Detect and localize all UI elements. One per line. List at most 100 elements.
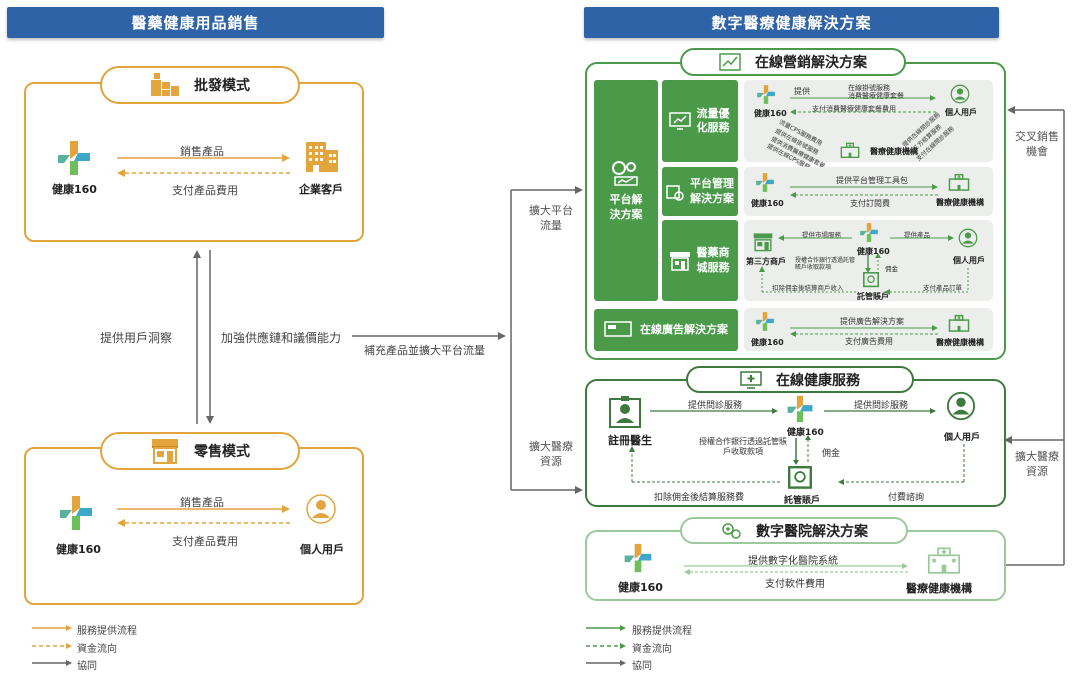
legend-service: 服務提供流程 xyxy=(632,626,692,637)
wholesale-sell-label: 銷售產品 xyxy=(180,145,224,158)
hospital-top-label: 提供數字化醫院系統 xyxy=(748,556,838,567)
legend-synergy: 協同 xyxy=(632,661,652,672)
health-escrow: 託管賬戶 xyxy=(784,496,821,506)
safe-icon xyxy=(863,272,879,288)
mgmt-top-label: 提供平台管理工具包 xyxy=(836,176,908,185)
retail-pay-label: 支付產品費用 xyxy=(172,535,238,548)
side-left-bottom: 擴大醫療資源 xyxy=(529,440,573,468)
mgmt-bottom-label: 支付訂閱費 xyxy=(850,199,890,208)
health160-logo xyxy=(860,223,878,242)
ads-top-label: 提供廣告解決方案 xyxy=(840,317,904,326)
right-header: 數字醫療健康解決方案 xyxy=(584,7,999,38)
health-right-top: 提供問診服務 xyxy=(854,401,909,411)
health-brand: 健康160 xyxy=(787,428,824,438)
chart-icon xyxy=(719,53,741,71)
health160-logo xyxy=(60,496,92,530)
ad-screen-icon xyxy=(604,321,632,337)
hospital-icon xyxy=(840,142,860,158)
traffic-pay: 支付消費醫療健康套餐費用 xyxy=(812,105,896,113)
traffic-brand: 健康160 xyxy=(754,109,787,118)
wholesale-pay-label: 支付產品費用 xyxy=(172,184,238,197)
building-icon xyxy=(306,142,338,172)
mall-left-mid: 授權合作銀行透過託管賬戶收取款項 xyxy=(795,257,856,272)
doctor-label: 註冊醫生 xyxy=(608,434,652,447)
health-user: 個人用戶 xyxy=(944,433,981,443)
person-icon xyxy=(958,228,978,248)
gears-icon xyxy=(722,522,741,539)
legend-synergy: 協同 xyxy=(77,661,97,672)
warehouse-icon xyxy=(151,73,179,96)
mall-right-bottom: 支付產品訂單 xyxy=(923,284,962,292)
pharma-mall-button[interactable]: 醫藥商城服務 xyxy=(662,220,738,301)
online-health-title: 在線健康服務 xyxy=(776,372,860,389)
platform-solution-button[interactable]: 平台解決方案 xyxy=(594,80,658,301)
mgmt-brand: 健康160 xyxy=(751,199,784,208)
ads-brand: 健康160 xyxy=(751,338,784,347)
wholesale-title: 批發模式 xyxy=(194,78,250,94)
hospital-icon xyxy=(948,314,970,332)
retail-sell-label: 銷售產品 xyxy=(180,496,224,509)
side-right-top: 交叉銷售機會 xyxy=(1015,130,1059,158)
health-bank: 授權合作銀行透過託管賬戶收取款項 xyxy=(699,437,787,457)
mall-user: 個人用戶 xyxy=(953,256,985,265)
traffic-optimization-label: 流量優化服務 xyxy=(696,106,730,134)
store-icon xyxy=(152,439,178,464)
traffic-provide: 提供 xyxy=(794,87,810,96)
traffic-optimization-button[interactable]: 流量優化服務 xyxy=(662,80,738,162)
platform-management-button[interactable]: 平台管理解決方案 xyxy=(662,167,738,216)
gear-icon xyxy=(666,184,684,201)
left-header: 醫藥健康用品銷售 xyxy=(7,7,384,38)
hospital-brand: 健康160 xyxy=(618,581,663,594)
mall-shop: 第三方商戶 xyxy=(746,257,786,266)
retail-box xyxy=(24,447,364,605)
online-marketing-title-pill: 在線營銷解決方案 xyxy=(680,48,906,76)
legend-fund: 資金流向 xyxy=(77,644,117,655)
monitor-chart-icon xyxy=(669,112,691,130)
health160-logo xyxy=(624,543,652,573)
mall-left-top: 提供市場服務 xyxy=(802,231,841,239)
retail-title: 零售模式 xyxy=(194,444,250,460)
doctor-badge-icon xyxy=(609,396,641,428)
health-settle: 扣除佣金後結算服務費 xyxy=(654,493,745,503)
digital-hospital-title: 數字醫院解決方案 xyxy=(756,523,868,540)
wholesale-brand: 健康160 xyxy=(52,183,97,196)
ads-bottom-label: 支付廣告費用 xyxy=(845,337,893,346)
user-insight-label: 提供用戶洞察 xyxy=(100,331,173,345)
health160-logo xyxy=(757,85,775,104)
legend-fund: 資金流向 xyxy=(632,644,672,655)
retail-title-pill: 零售模式 xyxy=(100,432,300,470)
hospital-icon xyxy=(927,547,961,574)
mgmt-panel xyxy=(744,167,993,216)
online-ads-button[interactable]: 在線廣告解決方案 xyxy=(594,309,738,351)
health-left-top: 提供問診服務 xyxy=(688,401,743,411)
health160-logo xyxy=(756,312,774,331)
health-commission: 佣金 xyxy=(822,449,841,459)
online-marketing-title: 在線營銷解決方案 xyxy=(755,55,867,71)
health160-logo xyxy=(787,395,813,423)
legend-service: 服務提供流程 xyxy=(77,626,137,637)
store-icon xyxy=(753,233,773,252)
mall-commission: 佣金 xyxy=(885,265,898,273)
ads-panel xyxy=(744,308,993,351)
digital-hospital-title-pill: 數字醫院解決方案 xyxy=(680,517,908,544)
health160-logo xyxy=(756,173,774,192)
shop-icon xyxy=(670,251,690,271)
mall-escrow: 託管賬戶 xyxy=(857,292,889,301)
traffic-inst: 醫療健康機構 xyxy=(870,147,918,156)
mall-right-top: 提供產品 xyxy=(904,231,930,239)
side-right-bottom: 擴大醫療資源 xyxy=(1015,450,1059,478)
retail-brand: 健康160 xyxy=(56,543,101,556)
person-icon xyxy=(950,84,970,104)
health160-logo xyxy=(58,141,90,175)
online-health-title-pill: 在線健康服務 xyxy=(686,366,914,393)
traffic-user: 個人用戶 xyxy=(945,108,977,117)
